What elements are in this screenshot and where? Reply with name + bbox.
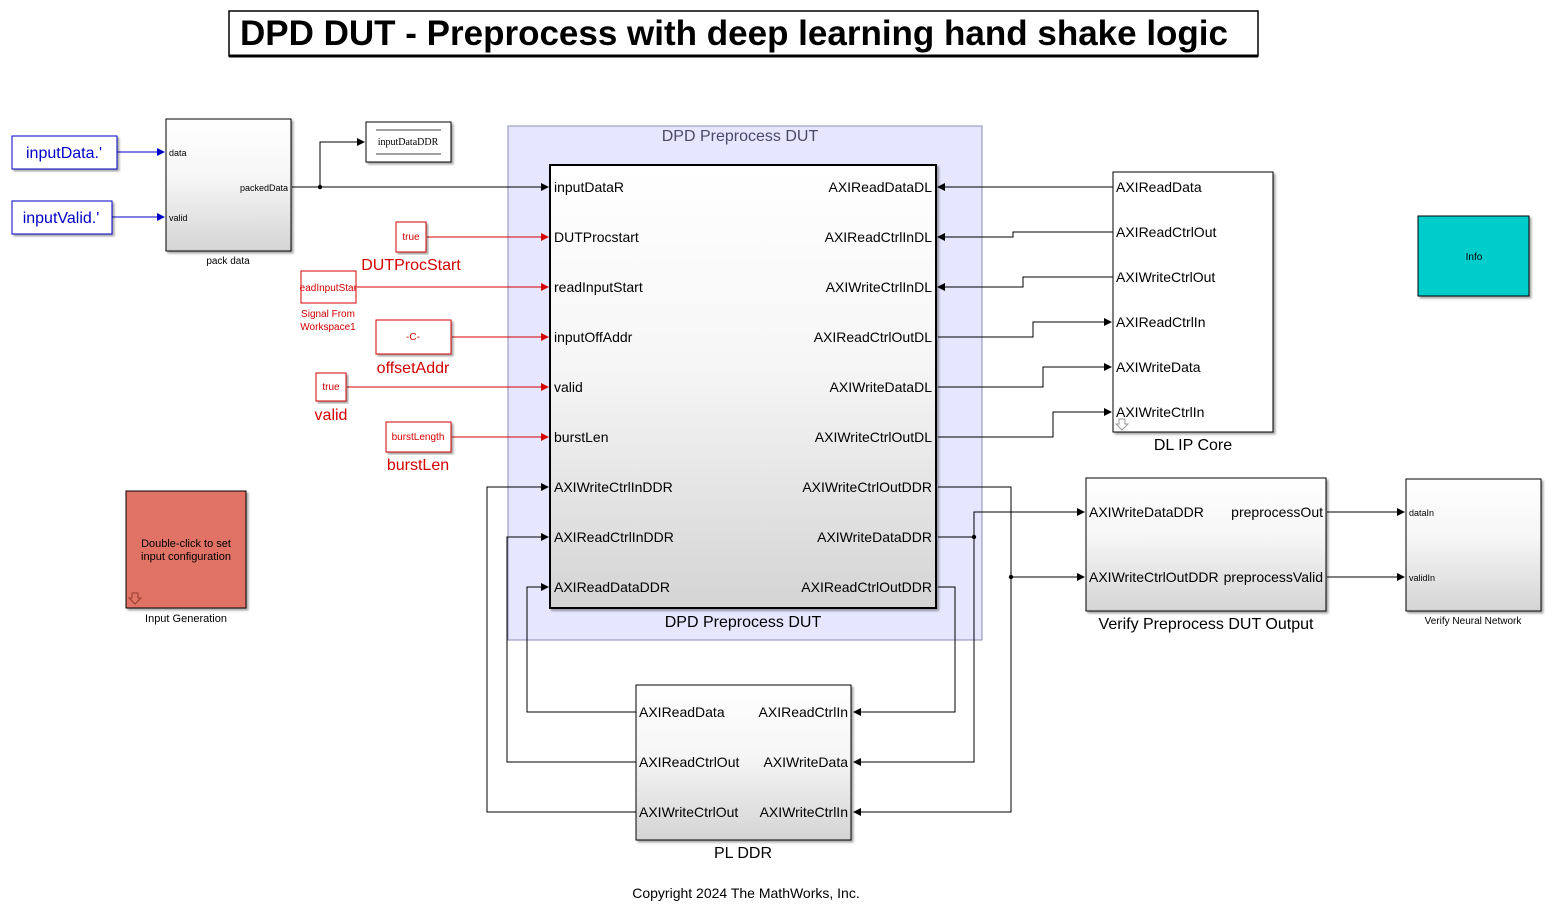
block-name: Signal From (301, 309, 355, 320)
info-label: Info (1466, 252, 1483, 263)
constant-valid[interactable]: true valid (315, 372, 348, 424)
port-label: AXIReadCtrlOut (639, 754, 739, 770)
block-text: input configuration (141, 551, 231, 563)
dut-area-label: DPD Preprocess DUT (662, 128, 819, 145)
port-label: AXIWriteCtrlOut (639, 804, 738, 820)
constant-burst-len[interactable]: burstLength burstLen (385, 421, 452, 474)
port-label: AXIReadDataDL (828, 179, 932, 195)
port-label: AXIWriteCtrlOut (1116, 269, 1215, 285)
block-name: Workspace1 (300, 322, 356, 333)
constant-value: true (322, 382, 340, 393)
inport-input-valid[interactable]: inputValid.' (11, 200, 113, 235)
port-label: AXIReadData (639, 704, 725, 720)
inport-input-valid-label: inputValid.' (23, 210, 100, 227)
block-name: DUTProcStart (361, 257, 461, 274)
block-name: pack data (206, 256, 250, 267)
block-name: Verify Preprocess DUT Output (1099, 616, 1314, 633)
branch-points (317, 184, 1014, 580)
port-label: AXIWriteDataDDR (817, 529, 932, 545)
constant-read-input-start[interactable]: readInputStart Signal From Workspace1 (296, 270, 360, 333)
block-name: burstLen (387, 457, 449, 474)
constant-value: true (402, 232, 420, 243)
constant-dut-proc-start[interactable]: true DUTProcStart (361, 221, 461, 274)
title-text: DPD DUT - Preprocess with deep learning … (240, 14, 1228, 53)
port-label: preprocessValid (1224, 569, 1323, 585)
port-label: AXIReadDataDDR (554, 579, 670, 595)
to-workspace-label: inputDataDDR (378, 137, 439, 148)
port-label: burstLen (554, 429, 608, 445)
port-label: inputDataR (554, 179, 624, 195)
block-name: DPD Preprocess DUT (665, 614, 822, 631)
port-label: valid (554, 379, 583, 395)
port-label: AXIWriteCtrlOutDL (815, 429, 932, 445)
block-name: Input Generation (145, 613, 227, 625)
constant-value: burstLength (392, 432, 445, 443)
block-name: DL IP Core (1154, 437, 1232, 454)
port-label: AXIReadCtrlInDDR (554, 529, 674, 545)
block-name: PL DDR (714, 845, 772, 862)
dl-ip-core-port-labels: AXIReadDataAXIReadCtrlOutAXIWriteCtrlOut… (1116, 179, 1216, 420)
constant-value: readInputStart (296, 283, 360, 294)
pack-data-block[interactable]: data valid packedData pack data (165, 118, 292, 267)
port-label: DUTProcstart (554, 229, 639, 245)
info-block[interactable]: Info (1417, 215, 1530, 297)
constant-lines (347, 233, 549, 441)
subsystem-arrow-icon (1114, 418, 1130, 431)
port-label: AXIReadCtrlInDL (825, 229, 933, 245)
block-text: Double-click to set (141, 538, 231, 550)
port-label: AXIWriteCtrlInDDR (554, 479, 673, 495)
dpd-preprocess-dut-block[interactable]: inputDataR DUTProcstart readInputStart inpu… (549, 164, 937, 631)
port-label: AXIReadCtrlOutDDR (801, 579, 932, 595)
port-label: AXIReadCtrlOutDL (814, 329, 932, 345)
to-workspace-block[interactable]: inputDataDDR (365, 121, 452, 163)
verify-neural-network-block[interactable]: dataIn validIn Verify Neural Network (1405, 478, 1542, 627)
dut-out-port-labels: AXIReadDataDL AXIReadCtrlInDL AXIWriteCtrl… (801, 179, 932, 595)
port-label: AXIWriteDataDL (830, 379, 933, 395)
input-lines (112, 148, 165, 221)
copyright-text: Copyright 2024 The MathWorks, Inc. (632, 885, 859, 901)
port-label: packedData (240, 183, 288, 193)
port-label: valid (169, 213, 188, 223)
port-label: AXIReadData (1116, 179, 1202, 195)
port-label: AXIReadCtrlOut (1116, 224, 1216, 240)
port-label: AXIWriteData (1116, 359, 1201, 375)
port-label: dataIn (1409, 508, 1434, 518)
port-label: AXIWriteData (763, 754, 848, 770)
port-label: AXIWriteCtrlInDL (826, 279, 933, 295)
block-name: offsetAddr (377, 360, 450, 377)
signal-lines (292, 138, 1405, 816)
input-generation-block[interactable]: Double-click to set input configuration … (125, 490, 247, 625)
port-label: data (169, 148, 187, 158)
port-label: inputOffAddr (554, 329, 633, 345)
port-label: AXIReadCtrlIn (1116, 314, 1205, 330)
dl-ip-core-block[interactable]: AXIReadDataAXIReadCtrlOutAXIWriteCtrlOut… (1112, 171, 1274, 454)
inport-input-data[interactable]: inputData.' (11, 135, 118, 170)
port-label: AXIWriteCtrlOutDDR (802, 479, 932, 495)
block-name: Verify Neural Network (1425, 616, 1523, 627)
block-name: valid (315, 407, 348, 424)
port-label: preprocessOut (1231, 504, 1323, 520)
model-title: DPD DUT - Preprocess with deep learning … (228, 10, 1259, 58)
constant-value: -C- (406, 332, 420, 343)
port-label: AXIReadCtrlIn (759, 704, 848, 720)
port-label: AXIWriteCtrlOutDDR (1089, 569, 1219, 585)
inport-input-data-label: inputData.' (26, 145, 102, 162)
port-label: AXIWriteDataDDR (1089, 504, 1204, 520)
dut-in-port-labels: inputDataR DUTProcstart readInputStart inpu… (554, 179, 674, 595)
pl-ddr-block[interactable]: AXIReadData AXIReadCtrlOut AXIWriteCtrlO… (635, 684, 852, 862)
constant-offset-addr[interactable]: -C- offsetAddr (375, 319, 452, 377)
verify-preprocess-block[interactable]: AXIWriteDataDDR AXIWriteCtrlOutDDR prepr… (1085, 477, 1327, 633)
port-label: readInputStart (554, 279, 643, 295)
subsystem-arrow-icon (127, 592, 143, 605)
port-label: AXIWriteCtrlIn (1116, 404, 1204, 420)
port-label: validIn (1409, 573, 1435, 583)
port-label: AXIWriteCtrlIn (760, 804, 848, 820)
